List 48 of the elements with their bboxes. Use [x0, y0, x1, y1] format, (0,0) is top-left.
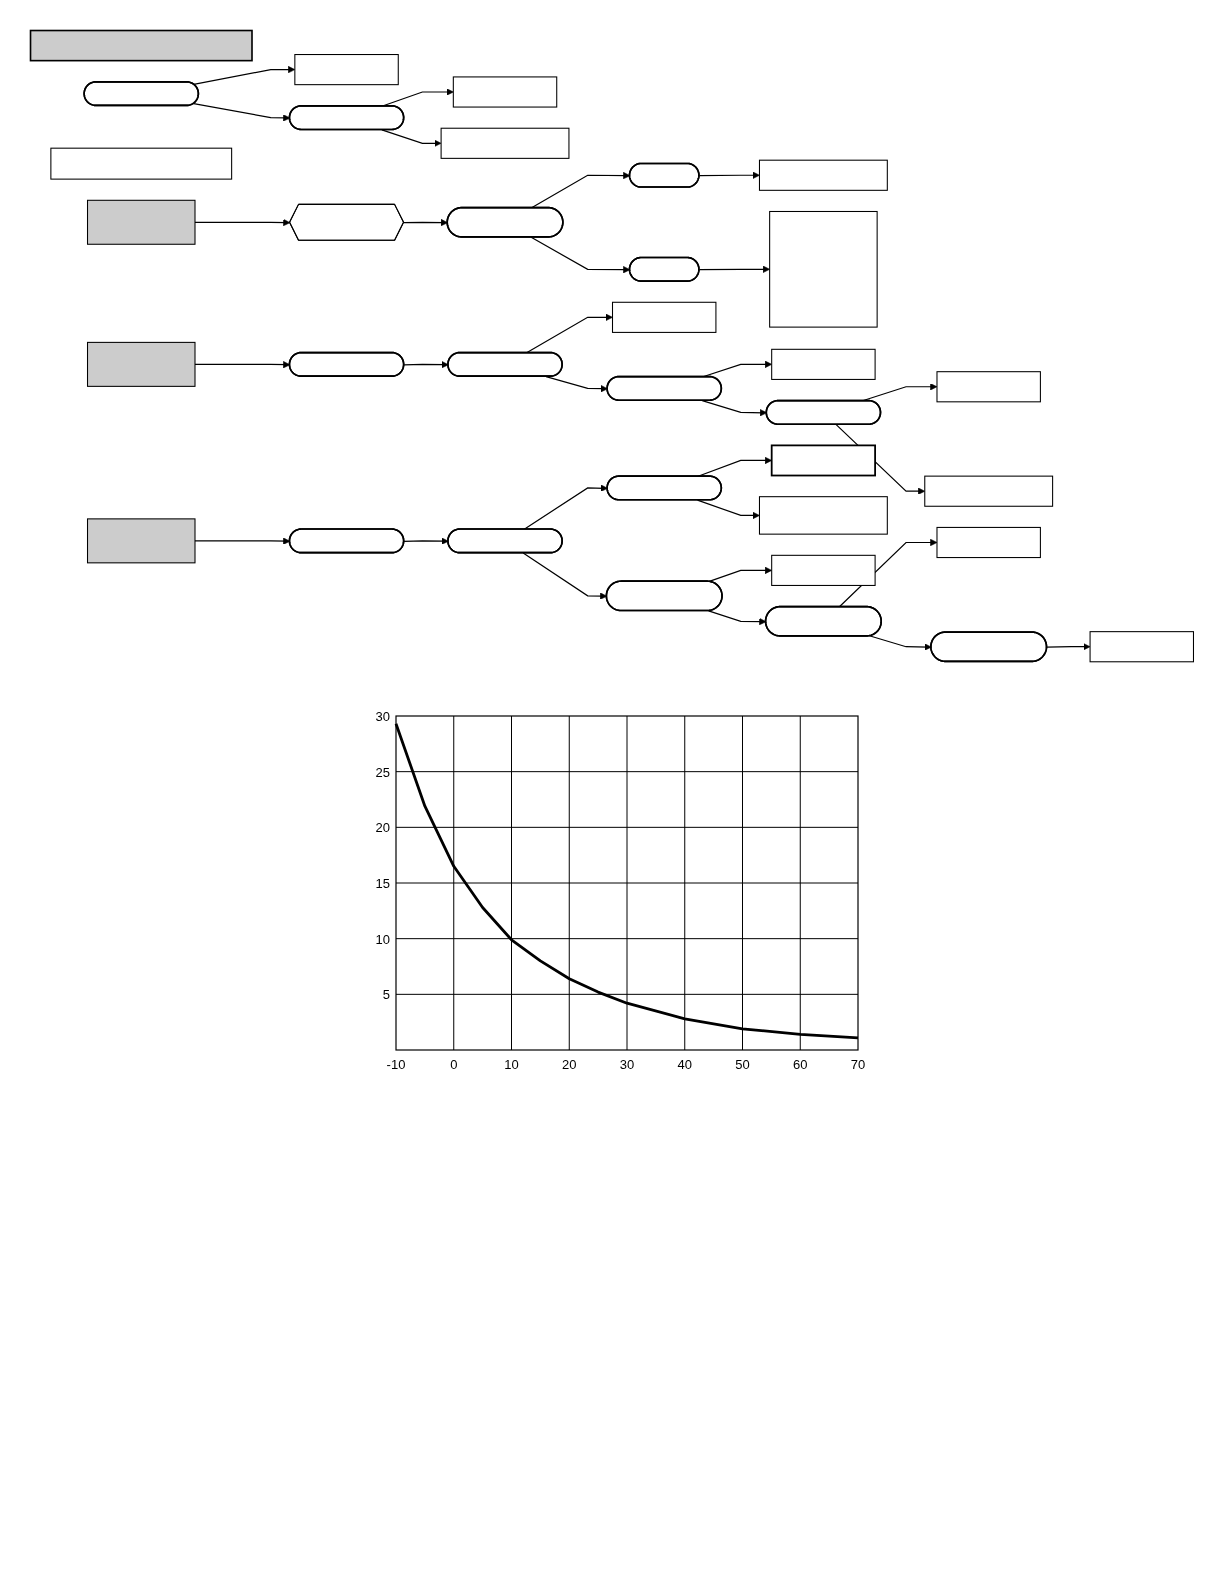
arrow [869, 635, 932, 651]
node-box [924, 475, 1054, 507]
node-box [87, 518, 196, 564]
arrow [1046, 643, 1091, 651]
node-box [769, 210, 878, 328]
node-box [1089, 631, 1194, 663]
arrow [523, 484, 608, 531]
node-box [87, 341, 196, 387]
tick-label: 30 [375, 709, 390, 725]
node-box [936, 371, 1041, 403]
tick-label: 60 [793, 1057, 808, 1073]
node-box [611, 301, 717, 333]
arrow [698, 265, 770, 273]
node-box [452, 76, 558, 108]
arrow [696, 499, 760, 519]
tick-label: 40 [677, 1057, 692, 1073]
tick-label: 10 [504, 1057, 519, 1073]
tick-label: 0 [450, 1057, 458, 1073]
tick-label: 25 [375, 764, 390, 780]
arrow [403, 219, 448, 227]
tick-label: 20 [562, 1057, 577, 1073]
tick-label: 70 [850, 1057, 866, 1073]
node-box [440, 127, 570, 159]
arrow [525, 313, 613, 354]
arrow [381, 129, 442, 147]
node-box [50, 147, 233, 180]
node-box [87, 199, 196, 245]
arrow [708, 566, 772, 583]
node-bar [29, 29, 253, 62]
tick-label: 30 [619, 1057, 635, 1073]
tick-label: 50 [735, 1057, 750, 1073]
node-box [758, 159, 888, 191]
arrow [403, 361, 449, 369]
node-box [770, 444, 876, 477]
arrow [698, 171, 760, 179]
arrow [403, 537, 449, 545]
arrow [545, 375, 608, 393]
node-box [758, 496, 888, 535]
node-box [936, 526, 1041, 559]
tick-label: -10 [386, 1057, 406, 1073]
tick-label: 5 [382, 987, 390, 1003]
tick-label: 20 [375, 820, 390, 836]
node-box [771, 554, 876, 586]
node-box [294, 54, 399, 86]
tick-label: 10 [375, 931, 390, 947]
tick-label: 15 [375, 876, 390, 892]
arrow [708, 610, 767, 626]
node-box [771, 348, 876, 380]
